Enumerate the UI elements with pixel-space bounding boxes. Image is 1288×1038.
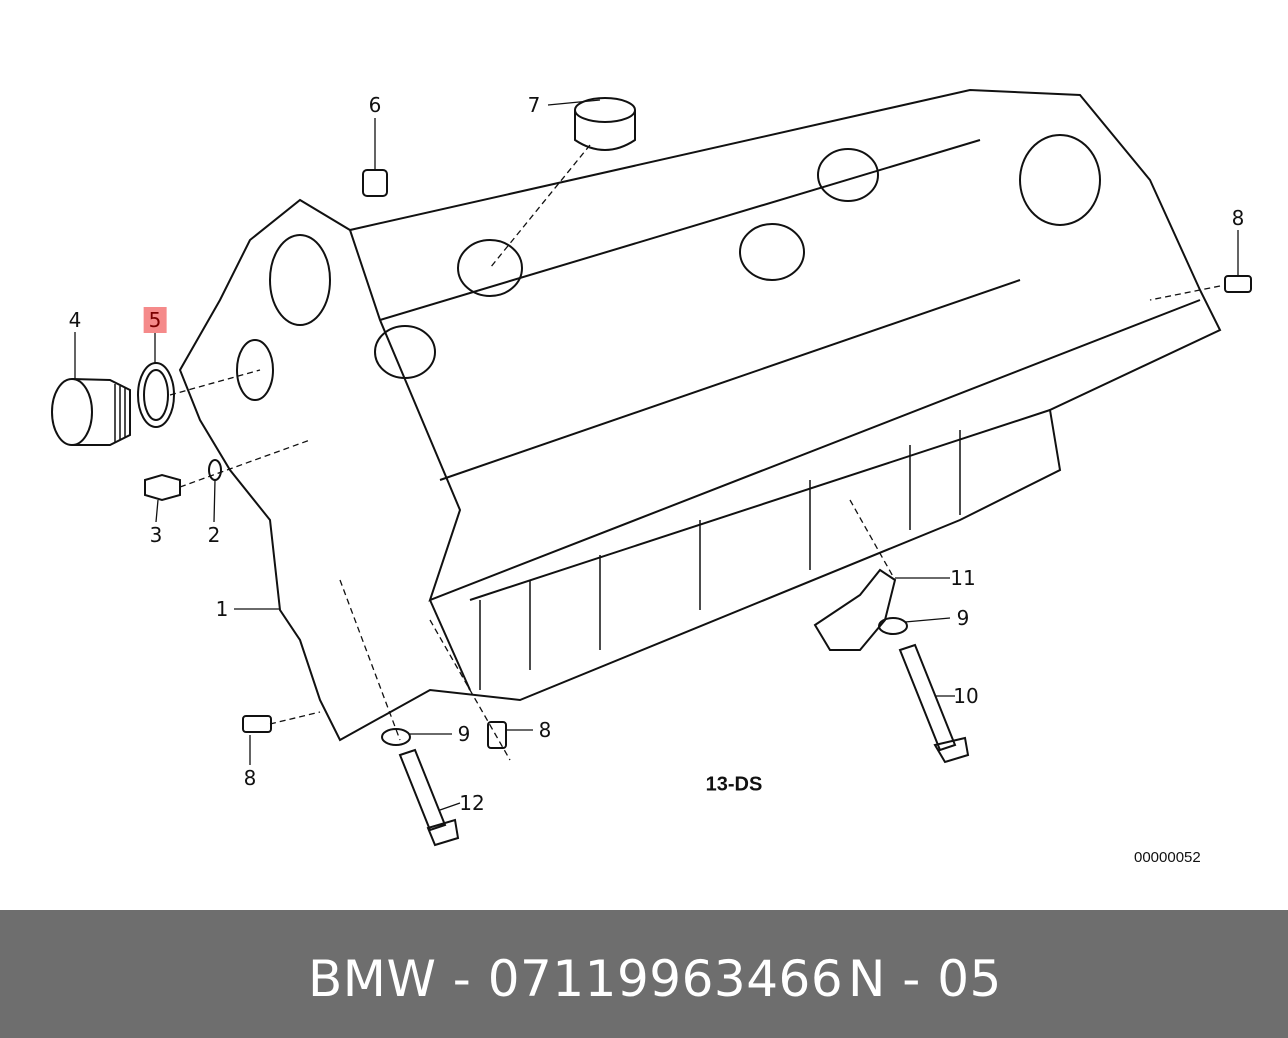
- screw-plug-small: [144, 473, 181, 502]
- callout-8[interactable]: 8: [1231, 206, 1245, 230]
- hex-bolt: [898, 643, 970, 764]
- callout-9[interactable]: 9: [457, 722, 471, 746]
- position-number: N - 05: [848, 950, 1002, 1008]
- part-number: BMW - 07119963466: [308, 950, 844, 1008]
- cylinder-bore: [739, 223, 805, 281]
- callout-6[interactable]: 6: [368, 93, 382, 117]
- hex-bolt: [398, 748, 460, 847]
- engine-block-drawing: [51, 88, 1252, 847]
- reference-number: 00000052: [1134, 849, 1201, 866]
- callout-2[interactable]: 2: [207, 523, 221, 547]
- callout-11[interactable]: 11: [950, 566, 976, 590]
- callout-8[interactable]: 8: [243, 766, 257, 790]
- washer: [381, 728, 411, 746]
- bracket: [813, 568, 897, 651]
- callout-9[interactable]: 9: [956, 606, 970, 630]
- dowel-sleeve: [1224, 275, 1252, 293]
- cylinder-bore: [457, 239, 523, 297]
- callout-3[interactable]: 3: [149, 523, 163, 547]
- engine-block-outline: [178, 88, 1222, 742]
- callout-5-highlighted[interactable]: 5: [143, 307, 167, 333]
- callout-8[interactable]: 8: [538, 718, 552, 742]
- part-footer: BMW - 07119963466 N - 05: [0, 910, 1288, 1038]
- cylinder-bore: [374, 325, 436, 379]
- callout-1[interactable]: 1: [215, 597, 229, 621]
- crank-seal-bore: [269, 234, 331, 326]
- rear-bore: [1019, 134, 1101, 226]
- callout-10[interactable]: 10: [953, 684, 979, 708]
- washer: [208, 459, 222, 481]
- washer: [878, 617, 908, 635]
- dowel-sleeve: [242, 715, 272, 733]
- cylinder-bore: [817, 148, 879, 202]
- dowel-sleeve: [362, 169, 388, 197]
- dowel-sleeve: [487, 721, 507, 749]
- callout-12[interactable]: 12: [459, 791, 485, 815]
- group-code: 13-DS: [705, 773, 763, 796]
- callout-4[interactable]: 4: [68, 308, 82, 332]
- screw-plug: [51, 378, 131, 446]
- parts-diagram: 6 7 8 4 5 3 2 1 11 9 10 9 8 8 12 13-DS 0…: [51, 88, 1252, 866]
- callout-7[interactable]: 7: [527, 93, 541, 117]
- sealing-ring: [137, 362, 175, 428]
